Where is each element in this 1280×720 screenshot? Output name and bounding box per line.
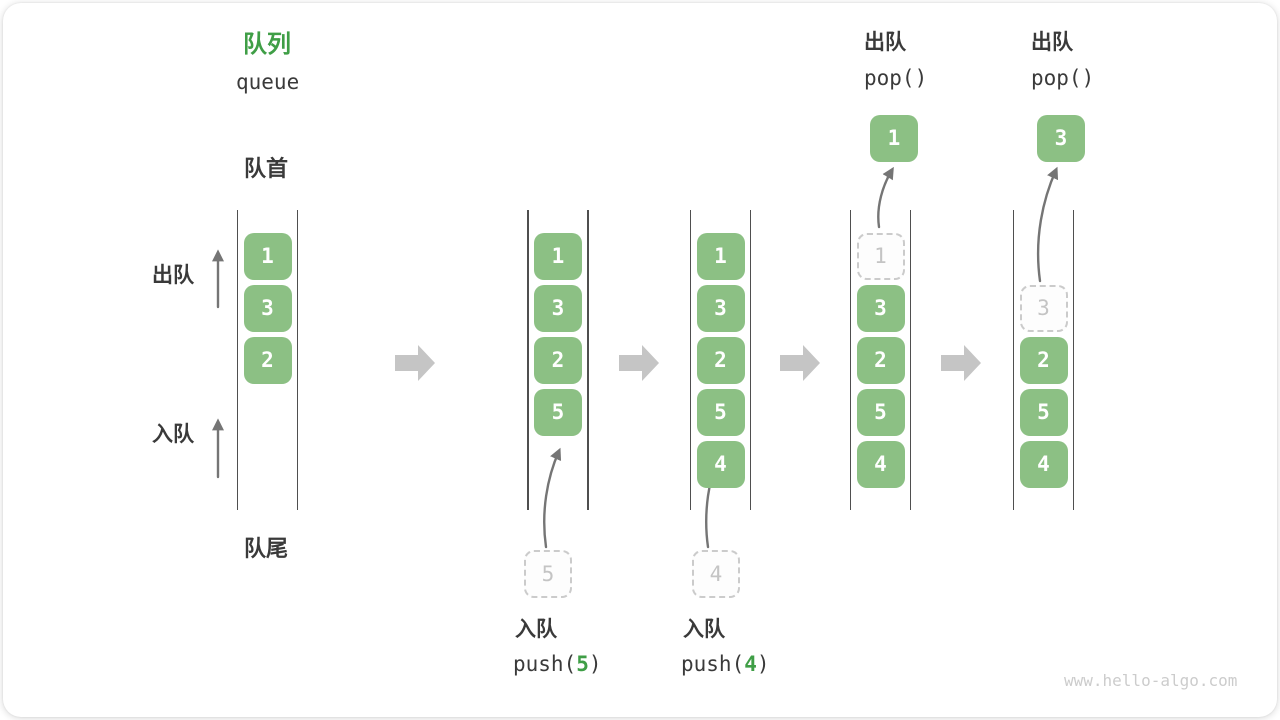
queue-wall-line bbox=[1072, 210, 1075, 510]
code-prefix: push( bbox=[513, 652, 577, 676]
popped-element: 3 bbox=[1037, 115, 1085, 162]
code-arg: 4 bbox=[744, 652, 757, 676]
queue-element: 2 bbox=[534, 337, 582, 384]
queue-element: 2 bbox=[856, 337, 905, 384]
queue-element: 5 bbox=[696, 389, 745, 436]
queue-element: 5 bbox=[856, 389, 905, 436]
staged-element-ghost: 4 bbox=[692, 550, 740, 598]
label-queue-rear: 队尾 bbox=[244, 536, 289, 561]
code-arg: 5 bbox=[576, 652, 589, 676]
queue-wall-line bbox=[296, 210, 299, 510]
queue-element: 4 bbox=[1019, 441, 1068, 488]
queue-element: 2 bbox=[1019, 337, 1068, 384]
queue-wall-line bbox=[909, 210, 912, 510]
enqueue-op-label: 入队 bbox=[515, 618, 557, 641]
enqueue-op-label: 入队 bbox=[683, 618, 725, 641]
dequeue-op-code: pop() bbox=[1031, 66, 1095, 90]
queue-element: 3 bbox=[534, 285, 582, 332]
diagram-title-zh: 队列 bbox=[243, 31, 291, 58]
diagram-title-en: queue bbox=[236, 70, 300, 94]
queue-element: 2 bbox=[696, 337, 745, 384]
queue-element: 1 bbox=[534, 233, 582, 280]
label-queue-front: 队首 bbox=[244, 156, 289, 181]
queue-wall-line bbox=[587, 210, 589, 510]
queue-element: 3 bbox=[696, 285, 745, 332]
queue-element: 5 bbox=[1019, 389, 1068, 436]
staged-element-ghost: 5 bbox=[524, 550, 572, 598]
label-enqueue-direction: 入队 bbox=[152, 423, 194, 446]
label-dequeue-direction: 出队 bbox=[152, 264, 194, 287]
popped-element: 1 bbox=[870, 115, 918, 162]
queue-element: 4 bbox=[696, 441, 745, 488]
queue-wall-line bbox=[749, 210, 752, 510]
code-prefix: push( bbox=[681, 652, 745, 676]
queue-wall-line bbox=[849, 210, 852, 510]
queue-element: 2 bbox=[243, 337, 292, 384]
watermark: www.hello-algo.com bbox=[1064, 671, 1238, 690]
code-suffix: ) bbox=[756, 652, 770, 676]
queue-element: 5 bbox=[534, 389, 582, 436]
queue-element: 1 bbox=[243, 233, 292, 280]
queue-element: 3 bbox=[856, 285, 905, 332]
code-suffix: ) bbox=[588, 652, 602, 676]
queue-element: 1 bbox=[696, 233, 745, 280]
dequeue-op-code: pop() bbox=[864, 66, 928, 90]
queue-wall-line bbox=[1012, 210, 1015, 510]
dequeue-op-label: 出队 bbox=[1031, 31, 1073, 54]
enqueue-op-code: push(5) bbox=[513, 652, 602, 676]
dequeue-op-label: 出队 bbox=[864, 31, 906, 54]
queue-element: 3 bbox=[243, 285, 292, 332]
queue-wall-line bbox=[527, 210, 529, 510]
queue-wall-line bbox=[689, 210, 692, 510]
queue-element: 4 bbox=[856, 441, 905, 488]
queue-element-ghost: 3 bbox=[1019, 285, 1068, 332]
queue-wall-line bbox=[236, 210, 239, 510]
enqueue-op-code: push(4) bbox=[681, 652, 770, 676]
queue-element-ghost: 1 bbox=[856, 233, 905, 280]
